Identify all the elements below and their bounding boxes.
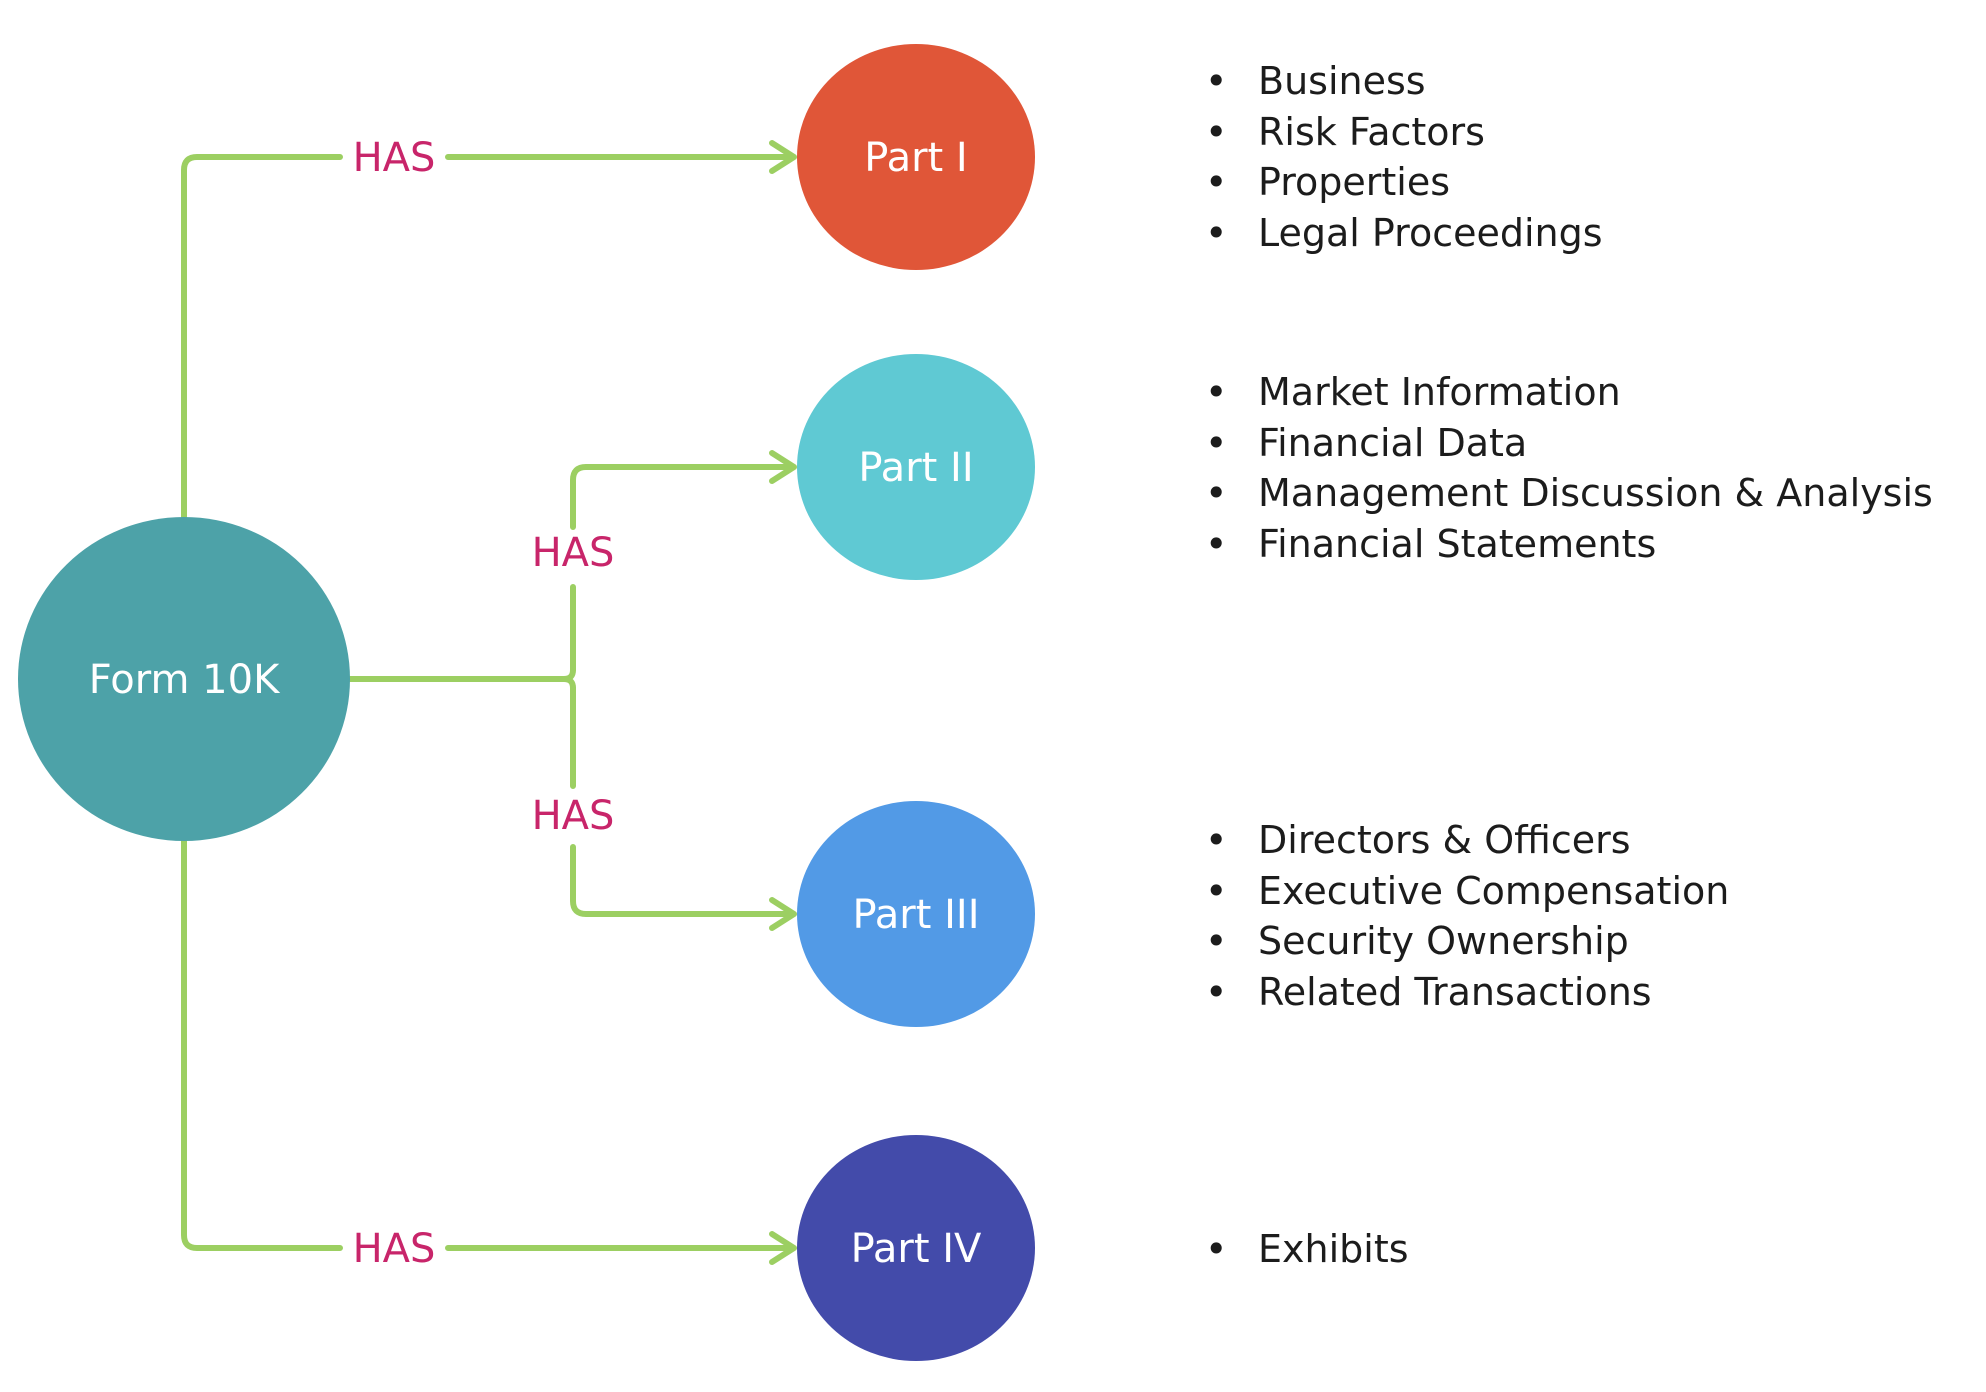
bullet-icon: • [1205, 1227, 1228, 1271]
edges [181, 140, 797, 1265]
list-item: • Exhibits [1205, 1224, 1409, 1275]
list-item: • Directors & Officers [1205, 815, 1729, 866]
part-iv-items: • Exhibits [1205, 1224, 1409, 1275]
list-item-text: Management Discussion & Analysis [1258, 471, 1933, 516]
node-form-10k-shape [18, 517, 350, 841]
list-item: • Executive Compensation [1205, 866, 1729, 917]
part-iii-items: • Directors & Officers • Executive Compens… [1205, 815, 1729, 1017]
list-item-text: Business [1258, 59, 1426, 103]
list-item-text: Exhibits [1258, 1227, 1409, 1271]
node-form-10k[interactable]: Form 10K [18, 517, 350, 841]
arrowhead-part-i [769, 140, 797, 174]
bullet-icon: • [1205, 160, 1228, 205]
edge-label-part-iii: HAS [532, 793, 615, 839]
bullet-icon: • [1205, 919, 1228, 964]
bullet-icon: • [1205, 868, 1228, 913]
list-item-text: Directors & Officers [1258, 818, 1631, 862]
edge-label-part-iv: HAS [353, 1226, 436, 1272]
bullet-icon: • [1205, 420, 1228, 465]
list-item: • Risk Factors [1205, 107, 1603, 158]
list-item: • Financial Data [1205, 418, 1933, 469]
part-i-items: • Business • Risk Factors • Properties • Leg… [1205, 56, 1603, 258]
edge-junction-part-iii [570, 685, 793, 917]
node-part-iv-shape [797, 1135, 1035, 1361]
list-item-text: Related Transactions [1258, 969, 1652, 1014]
bullet-icon: • [1205, 818, 1228, 862]
node-part-iii-shape [797, 801, 1035, 1027]
list-item-text: Market Information [1258, 370, 1621, 414]
bullet-icon: • [1205, 210, 1228, 255]
node-part-ii-shape [797, 354, 1035, 580]
arrowhead-part-iv [769, 1231, 797, 1265]
list-item-text: Financial Data [1258, 420, 1528, 465]
bullet-icon: • [1205, 59, 1228, 103]
part-ii-items: • Market Information • Financial Data • Man… [1205, 367, 1933, 569]
node-part-i-shape [797, 44, 1035, 270]
list-item: • Market Information [1205, 367, 1933, 418]
node-part-iv-label: Part IV [851, 1226, 982, 1272]
arrowhead-part-iii [769, 897, 797, 931]
list-item-text: Security Ownership [1258, 919, 1629, 964]
bullet-icon: • [1205, 969, 1228, 1014]
edge-root-part-i [181, 154, 793, 520]
edge-root-junction [347, 667, 576, 691]
list-item: • Properties [1205, 157, 1603, 208]
list-item: • Related Transactions [1205, 967, 1729, 1018]
bullet-icon: • [1205, 521, 1228, 566]
list-item: • Financial Statements [1205, 519, 1933, 570]
bullet-icon: • [1205, 471, 1228, 516]
node-part-i-label: Part I [864, 135, 967, 181]
list-item-text: Financial Statements [1258, 521, 1657, 566]
arrowhead-part-ii [769, 450, 797, 484]
list-item-text: Risk Factors [1258, 109, 1485, 154]
list-item: • Management Discussion & Analysis [1205, 468, 1933, 519]
node-part-iv[interactable]: Part IV [797, 1135, 1035, 1361]
list-item-text: Legal Proceedings [1258, 210, 1603, 255]
edge-label-part-ii: HAS [532, 530, 615, 576]
node-part-i[interactable]: Part I [797, 44, 1035, 270]
node-form-10k-label: Form 10K [89, 657, 281, 703]
edge-root-part-iv [181, 838, 793, 1251]
edge-label-part-i: HAS [353, 135, 436, 181]
list-item: • Business [1205, 56, 1603, 107]
list-item-text: Properties [1258, 160, 1451, 205]
node-part-ii[interactable]: Part II [797, 354, 1035, 580]
node-part-iii[interactable]: Part III [797, 801, 1035, 1027]
edge-junction-part-ii [570, 464, 793, 673]
bullet-icon: • [1205, 109, 1228, 154]
bullet-icon: • [1205, 370, 1228, 414]
node-part-ii-label: Part II [858, 445, 973, 491]
list-item: • Security Ownership [1205, 916, 1729, 967]
list-item-text: Executive Compensation [1258, 868, 1730, 913]
list-item: • Legal Proceedings [1205, 208, 1603, 259]
node-part-iii-label: Part III [852, 892, 979, 938]
